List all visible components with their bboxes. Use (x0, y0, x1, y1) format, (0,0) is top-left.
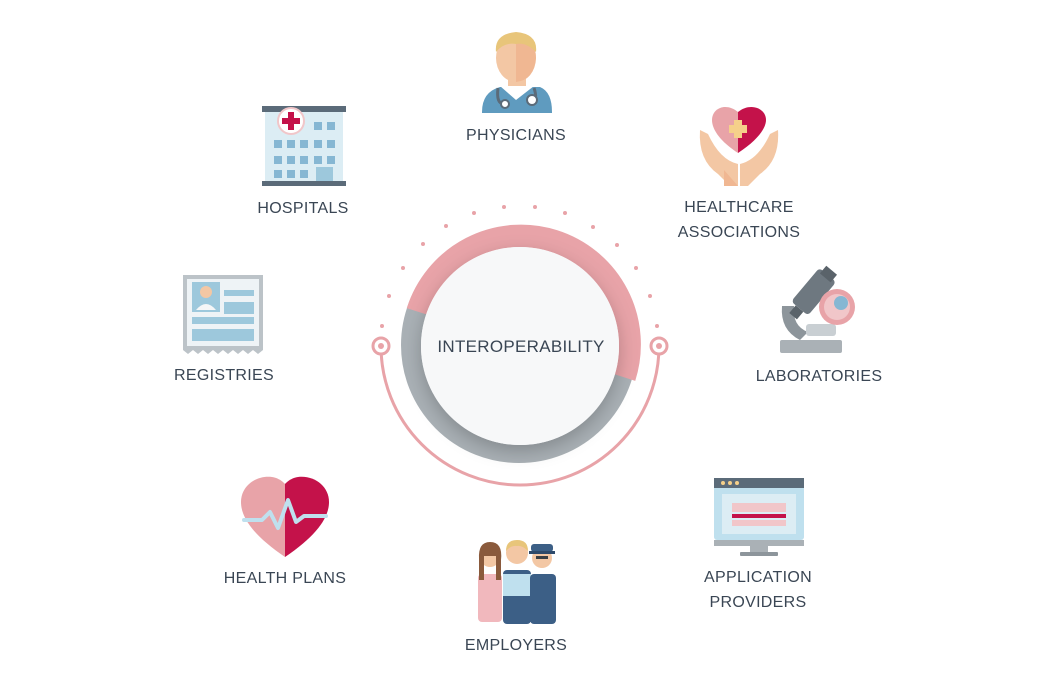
dotted-arc (380, 205, 659, 328)
node-label-application-providers: APPLICATION PROVIDERS (704, 565, 812, 615)
node-label-employers: EMPLOYERS (464, 637, 568, 654)
center-hub (371, 205, 669, 487)
node-label-hospitals: HOSPITALS (257, 200, 349, 217)
label-line: HEALTHCARE (684, 199, 794, 216)
node-label-registries: REGISTRIES (174, 367, 274, 384)
heartbeat-icon (241, 476, 329, 557)
arc-marker-right (649, 336, 669, 356)
lower-arc (379, 345, 661, 487)
arc-marker-left (371, 336, 391, 356)
people-group-icon (478, 540, 556, 624)
label-line: APPLICATION (704, 569, 812, 586)
hospital-building-icon (262, 106, 346, 186)
heart-hands-icon (699, 106, 779, 186)
doctor-icon (482, 32, 552, 113)
monitor-icon (714, 478, 804, 556)
microscope-icon (780, 265, 855, 353)
node-label-physicians: PHYSICIANS (466, 127, 566, 144)
registry-card-icon (183, 275, 263, 354)
ring-pink (406, 224, 641, 381)
node-label-health-plans: HEALTH PLANS (223, 570, 347, 587)
center-label: INTEROPERABILITY (437, 337, 605, 356)
node-label-laboratories: LABORATORIES (755, 368, 883, 385)
node-label-healthcare-associations: HEALTHCARE ASSOCIATIONS (678, 195, 800, 245)
label-line: ASSOCIATIONS (677, 224, 801, 241)
label-line: PROVIDERS (709, 594, 807, 611)
